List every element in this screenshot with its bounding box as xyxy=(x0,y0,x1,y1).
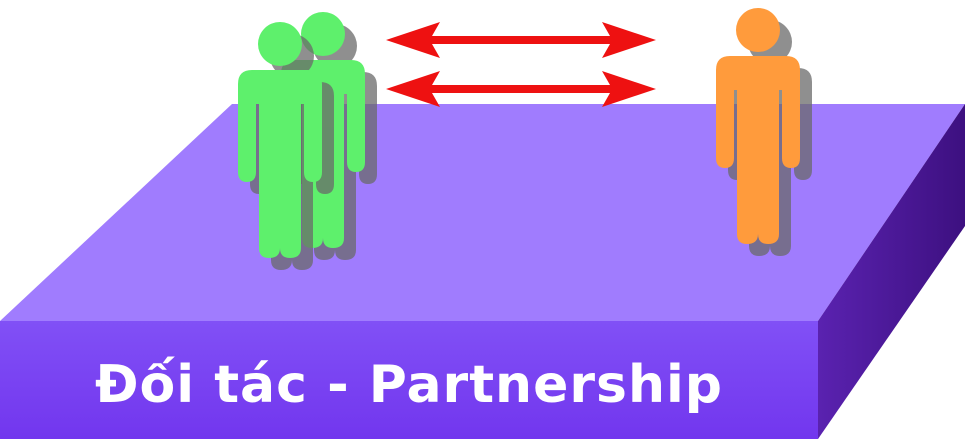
double-headed-arrow-icon xyxy=(386,22,656,107)
arrow-upper xyxy=(386,22,656,58)
platform-front xyxy=(0,321,818,439)
platform-side xyxy=(818,104,965,439)
diagram-caption: Đối tác - Partnership xyxy=(94,355,724,415)
arrow-lower xyxy=(386,71,656,107)
platform-top xyxy=(0,104,965,321)
